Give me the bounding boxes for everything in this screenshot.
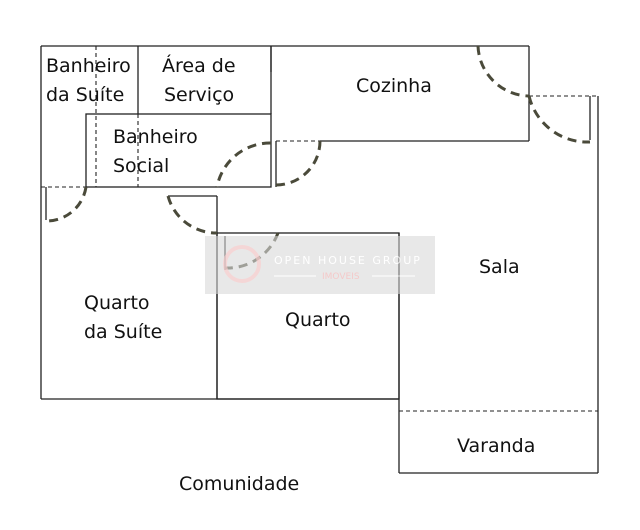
label-cozinha: Cozinha [356,75,432,97]
label-area-servico-2: Serviço [164,84,234,106]
label-varanda: Varanda [457,435,535,457]
label-banheiro-suite-1: Banheiro [46,55,131,77]
label-quarto-suite-2: da Suíte [84,321,162,343]
watermark-logo-icon [223,245,261,283]
label-quarto: Quarto [285,309,351,331]
openings [41,46,598,412]
label-sala: Sala [479,256,520,278]
watermark-subtitle: IMOVEIS [322,272,360,282]
label-area-servico-1: Área de [162,54,236,77]
watermark: OPEN HOUSE GROUP IMOVEIS [205,236,435,294]
label-comunidade: Comunidade [179,473,299,495]
label-banheiro-suite-2: da Suíte [46,84,124,106]
label-banheiro-social-1: Banheiro [113,126,198,148]
watermark-title: OPEN HOUSE GROUP [274,254,422,267]
room-labels: Banheiro da Suíte Área de Serviço Cozinh… [46,54,535,495]
label-quarto-suite-1: Quarto [84,292,150,314]
label-banheiro-social-2: Social [113,155,169,177]
